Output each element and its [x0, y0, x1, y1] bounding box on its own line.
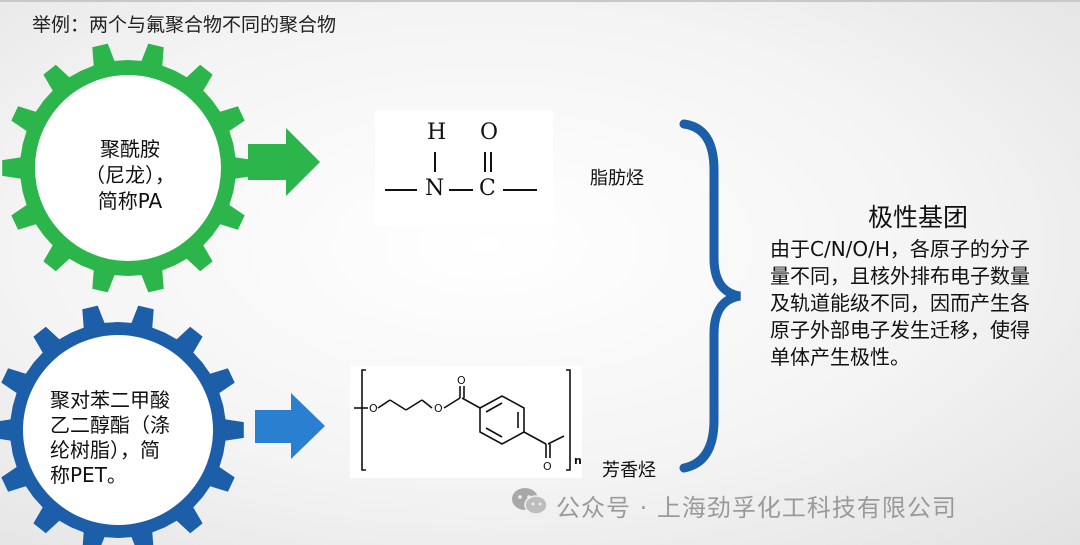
aromatic-label: 芳香烃 [602, 460, 656, 481]
atom-o: O [480, 120, 499, 145]
top-divider [0, 0, 1080, 2]
desc-line4: 原子外部电子发生迁移，使得 [770, 318, 1030, 342]
atom-n: N [425, 176, 445, 201]
gear-blue-line1: 聚对苯二甲酸 [50, 388, 170, 412]
amide-bonds [385, 152, 537, 191]
gear-blue-line4: 称PET。 [50, 463, 127, 487]
gear-green-hole [35, 75, 221, 261]
gear-blue-line3: 纶树脂），简 [50, 438, 160, 462]
atom-c: C [479, 176, 496, 201]
desc-line2: 量不同，且核外排布电子数量 [770, 264, 1030, 288]
gear-green-line1: 聚酰胺 [100, 137, 160, 161]
polar-group-description: 由于C/N/O/H，各原子的分子 量不同，且核外排布电子数量 及轨道能级不同，因… [770, 236, 1080, 371]
svg-text:O: O [369, 402, 378, 415]
amide-structure: H O N C [375, 110, 553, 226]
polar-group-title: 极性基团 [868, 203, 969, 232]
curly-brace [679, 119, 742, 473]
atom-h: H [427, 120, 447, 145]
pet-structure: O O O O n [350, 366, 582, 478]
gear-blue-label: 聚对苯二甲酸 乙二醇酯（涤 纶树脂），简 称PET。 [50, 388, 198, 488]
arrow-blue [255, 393, 325, 459]
desc-line3: 及轨道能级不同，因而产生各 [770, 291, 1030, 315]
gear-green-label: 聚酰胺 （尼龙）， 简称PA [60, 136, 200, 214]
watermark-text: 公众号 · 上海劲孚化工科技有限公司 [556, 494, 957, 522]
aliphatic-label: 脂肪烃 [590, 168, 644, 189]
arrow-green [248, 128, 320, 196]
gear-green-line2: （尼龙）， [85, 163, 175, 187]
wechat-icon [512, 488, 548, 515]
svg-text:O: O [543, 460, 552, 473]
gear-blue-line2: 乙二醇酯（涤 [50, 413, 170, 437]
svg-text:O: O [434, 402, 443, 415]
pet-subscript: n [574, 454, 582, 467]
pet-bonds: O O O O n [354, 369, 582, 473]
gear-blue-hole [23, 335, 213, 525]
page-title: 举例：两个与氟聚合物不同的聚合物 [32, 14, 337, 36]
gear-green-line3: 简称PA [97, 189, 163, 213]
desc-line5: 单体产生极性。 [770, 345, 910, 369]
desc-line1: 由于C/N/O/H，各原子的分子 [770, 237, 1030, 261]
svg-text:O: O [457, 374, 466, 387]
